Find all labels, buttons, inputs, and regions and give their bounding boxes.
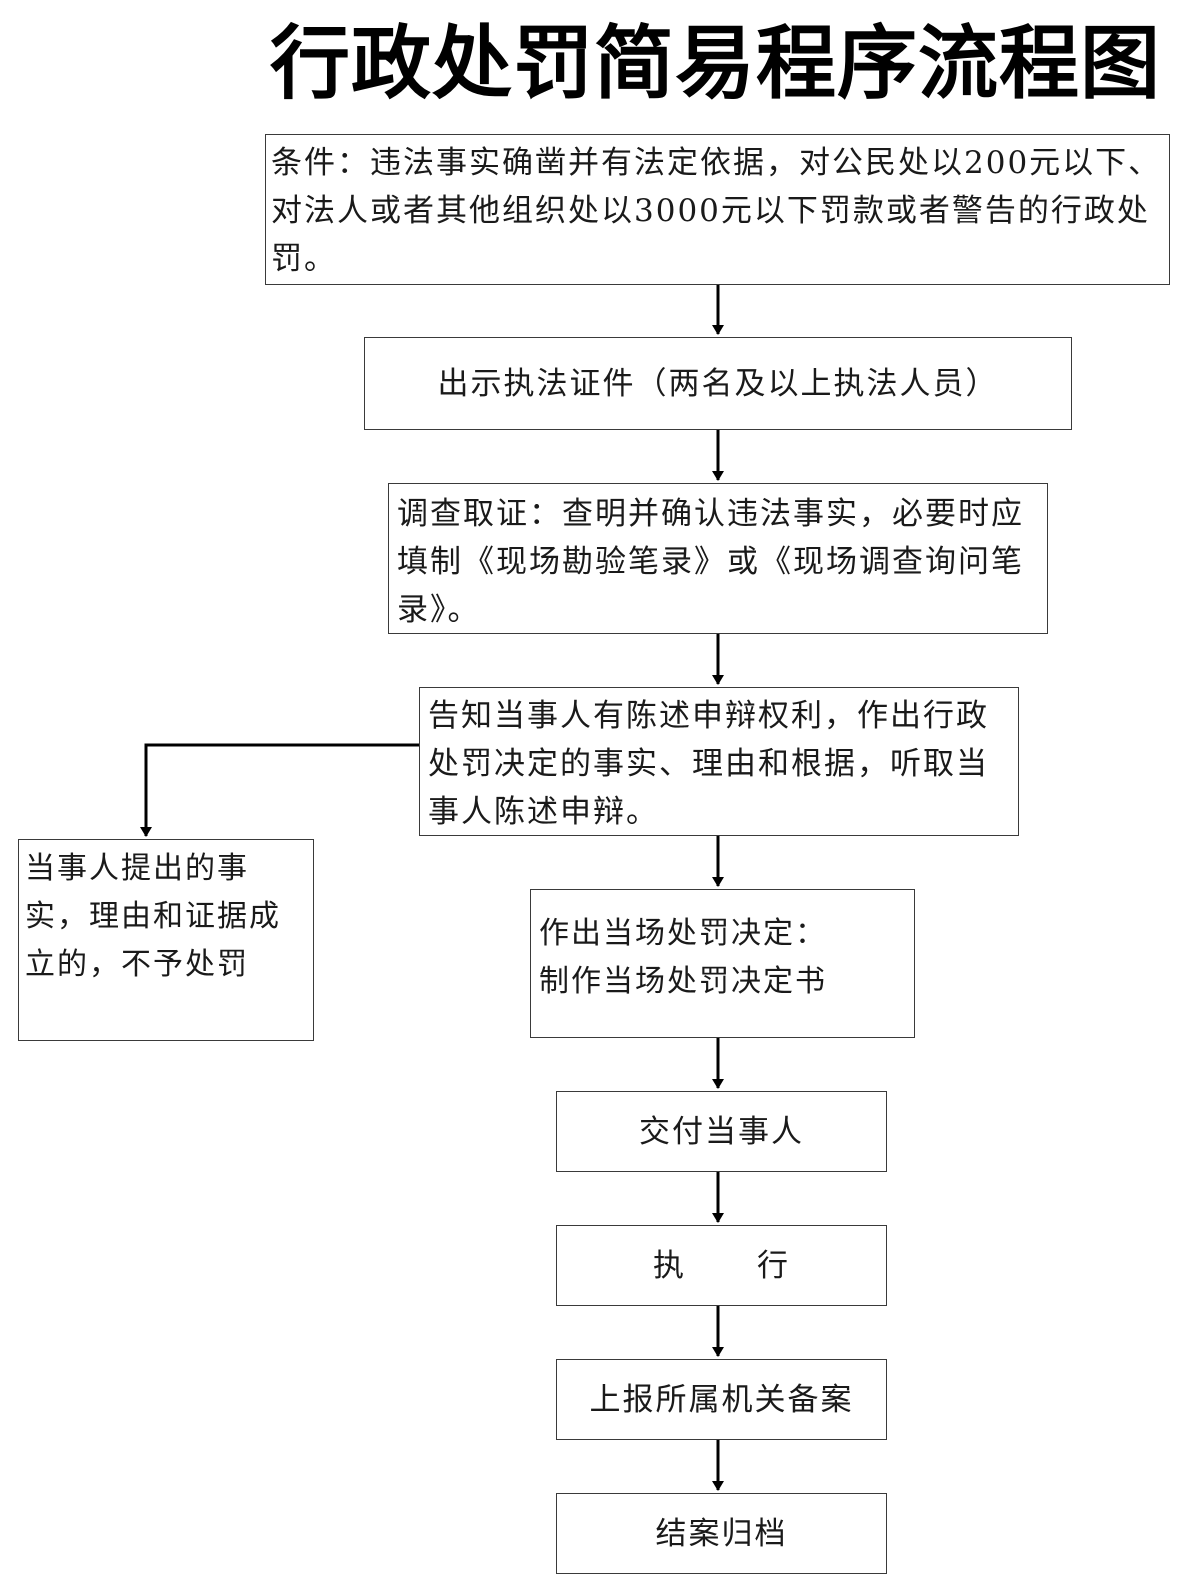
- step-execute: 执 行: [556, 1225, 887, 1306]
- step-conditions-text: 条件：违法事实确凿并有法定依据，对公民处以200元以下、对法人或者其他组织处以3…: [271, 145, 1162, 277]
- step-show-credentials: 出示执法证件（两名及以上执法人员）: [364, 337, 1072, 430]
- step-no-penalty: 当事人提出的事实，理由和证据成立的，不予处罚: [18, 839, 314, 1041]
- step-report-text: 上报所属机关备案: [589, 1381, 854, 1418]
- step-archive-text: 结案归档: [655, 1515, 788, 1552]
- arrow-inform-to-no-penalty: [140, 743, 419, 837]
- page-title: 行政处罚简易程序流程图: [270, 17, 1161, 110]
- step-investigate-text: 调查取证：查明并确认违法事实，必要时应填制《现场勘验笔录》或《现场调查询问笔录》…: [397, 496, 1024, 628]
- step-deliver-text: 交付当事人: [639, 1113, 804, 1150]
- step-decision-text: 作出当场处罚决定： 制作当场处罚决定书: [539, 916, 827, 999]
- step-conditions: 条件：违法事实确凿并有法定依据，对公民处以200元以下、对法人或者其他组织处以3…: [265, 134, 1170, 285]
- step-show-credentials-text: 出示执法证件（两名及以上执法人员）: [437, 365, 999, 402]
- step-decision: 作出当场处罚决定： 制作当场处罚决定书: [530, 889, 915, 1038]
- step-inform: 告知当事人有陈述申辩权利，作出行政处罚决定的事实、理由和根据，听取当事人陈述申辩…: [419, 687, 1019, 836]
- step-archive: 结案归档: [556, 1493, 887, 1574]
- step-investigate: 调查取证：查明并确认违法事实，必要时应填制《现场勘验笔录》或《现场调查询问笔录》…: [388, 483, 1048, 634]
- step-inform-text: 告知当事人有陈述申辩权利，作出行政处罚决定的事实、理由和根据，听取当事人陈述申辩…: [428, 698, 989, 830]
- step-execute-text: 执 行: [652, 1247, 791, 1284]
- step-report: 上报所属机关备案: [556, 1359, 887, 1440]
- step-deliver: 交付当事人: [556, 1091, 887, 1172]
- step-no-penalty-text: 当事人提出的事实，理由和证据成立的，不予处罚: [25, 851, 281, 982]
